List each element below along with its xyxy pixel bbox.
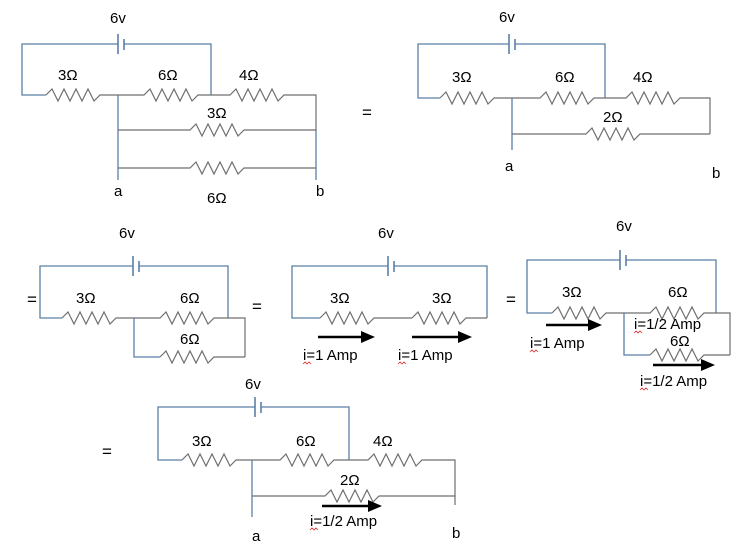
resistor-6ohm (624, 305, 731, 355)
wire (21, 43, 118, 96)
resistor-2ohm (252, 488, 455, 504)
equals-sign: = (506, 290, 516, 309)
resistor-6ohm (118, 160, 316, 176)
resistor-6ohm (159, 349, 245, 365)
arrowhead (458, 331, 472, 343)
wire (394, 265, 488, 318)
wire (39, 265, 133, 319)
wire (133, 318, 160, 358)
wire (417, 43, 509, 99)
arrowhead (701, 359, 715, 371)
resistor-4ohm (605, 90, 711, 134)
label-r6: 6Ω (158, 67, 178, 84)
resistor-3ohm (118, 122, 316, 138)
label-r3: 3Ω (76, 290, 96, 307)
spellcheck-underline (639, 387, 649, 391)
label-r4: 4Ω (239, 67, 259, 84)
spellcheck-underline (302, 361, 312, 365)
equals-sign: = (27, 290, 37, 309)
resistor-4ohm (349, 452, 456, 505)
label-battery: 6v (499, 9, 515, 26)
label-r2: 2Ω (340, 472, 360, 489)
current-label: i=1 Amp (398, 347, 453, 364)
label-r3: 3Ω (330, 290, 350, 307)
label-battery: 6v (616, 218, 632, 235)
wire (515, 43, 606, 98)
resistor-3ohm (45, 87, 118, 103)
label-battery: 6v (119, 225, 135, 242)
resistor-3ohm (411, 310, 487, 326)
node-a: a (114, 183, 123, 200)
resistor-6ohm (649, 347, 730, 363)
label-r6: 6Ω (670, 333, 690, 350)
label-r6: 6Ω (668, 284, 688, 301)
resistor-6ohm (134, 310, 246, 357)
resistor-3ohm (61, 310, 134, 326)
current-label: i=1/2 Amp (310, 513, 377, 530)
wire (157, 406, 255, 461)
node-b: b (316, 183, 324, 200)
wire (626, 259, 717, 313)
label-battery: 6v (110, 10, 126, 27)
equals-sign: = (362, 103, 372, 122)
current-label: i=1 Amp (303, 347, 358, 364)
node-a: a (252, 528, 261, 545)
current-label: i=1/2 Amp (634, 316, 701, 333)
arrowhead (361, 331, 375, 343)
circuit-5: 6v 3Ω 6Ω i=1/2 Amp 6Ω i=1 Amp i=1/2 Amp (526, 218, 731, 391)
circuit-4: 6v 3Ω 3Ω i=1 Amp i=1 Amp (291, 225, 488, 365)
node-a: a (505, 158, 514, 175)
label-r6: 6Ω (207, 190, 227, 207)
spellcheck-underline (529, 349, 539, 353)
label-r6: 6Ω (180, 331, 200, 348)
resistor-3ohm (181, 452, 252, 468)
arrowhead (368, 500, 382, 512)
equals-sign: = (252, 297, 262, 316)
node-b: b (712, 165, 720, 182)
circuit-2: 6v 3Ω 6Ω 4Ω 2Ω a b (417, 9, 720, 182)
label-r4: 4Ω (633, 69, 653, 86)
resistor-6ohm (118, 87, 211, 103)
spellcheck-underline (309, 527, 319, 531)
label-r3: 3Ω (192, 433, 212, 450)
current-label: i=1 Amp (530, 335, 585, 352)
label-battery: 6v (245, 376, 261, 393)
circuit-3: 6v 3Ω 6Ω 6Ω (39, 225, 246, 365)
resistor-6ohm (252, 452, 349, 468)
node-b: b (452, 525, 460, 542)
label-r3: 3Ω (432, 290, 452, 307)
equals-sign: = (102, 442, 112, 461)
resistor-3ohm (551, 305, 624, 321)
spellcheck-underline (633, 330, 643, 334)
label-r3: 3Ω (58, 67, 78, 84)
label-r6: 6Ω (296, 433, 316, 450)
resistor-6ohm (512, 90, 605, 106)
circuit-6: 6v 3Ω 6Ω 4Ω 2Ω i=1/2 Amp a b (157, 376, 460, 545)
label-r3: 3Ω (452, 69, 472, 86)
current-label: i=1/2 Amp (640, 373, 707, 390)
spellcheck-underline (397, 361, 407, 365)
arrowhead (588, 319, 602, 331)
wire (291, 265, 388, 319)
label-r6: 6Ω (555, 69, 575, 86)
resistor-3ohm (319, 310, 412, 326)
resistor-3ohm (439, 90, 512, 106)
label-battery: 6v (378, 225, 394, 242)
label-r2: 2Ω (603, 109, 623, 126)
label-r3: 3Ω (207, 105, 227, 122)
resistor-2ohm (512, 126, 710, 142)
wire (261, 406, 350, 460)
wire (623, 313, 650, 356)
label-r6: 6Ω (180, 290, 200, 307)
label-r3: 3Ω (562, 284, 582, 301)
wire (124, 43, 212, 95)
circuit-1: 6v 3Ω 6Ω 4Ω 3Ω 6Ω a b (21, 10, 324, 207)
resistor-4ohm (211, 87, 317, 130)
label-r4: 4Ω (373, 433, 393, 450)
wire (526, 259, 620, 314)
wire (139, 265, 229, 318)
